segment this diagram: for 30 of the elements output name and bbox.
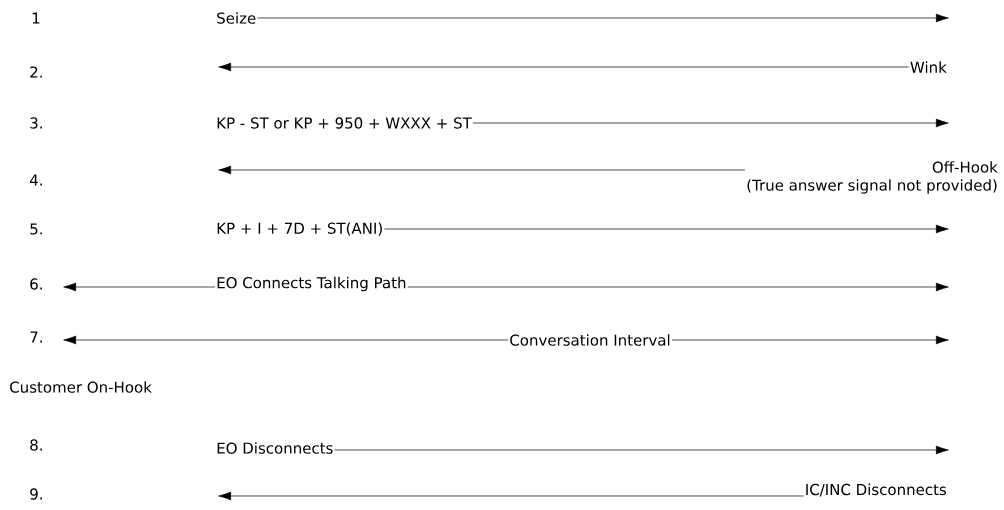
step-number: 7.	[30, 331, 42, 343]
arrow	[63, 335, 509, 345]
signal-label: Conversation Interval	[510, 334, 670, 346]
arrow	[63, 282, 216, 292]
step-number: 6.	[30, 278, 42, 290]
arrow	[218, 62, 910, 72]
step-number: 2.	[30, 66, 42, 78]
arrow	[334, 445, 949, 455]
signal-label: EO Connects Talking Path	[217, 276, 406, 292]
signal-label: KP - ST or KP + 950 + WXXX + ST	[217, 117, 472, 129]
arrow	[218, 165, 746, 175]
arrow	[472, 118, 949, 128]
note-text: Customer On-Hook	[10, 381, 152, 393]
signal-label: KP + I + 7D + ST(ANI)	[217, 222, 382, 236]
arrow	[384, 224, 949, 234]
arrow	[218, 491, 804, 501]
arrow	[257, 13, 949, 23]
step-number: 3.	[30, 117, 42, 129]
signal-label: Wink	[910, 61, 947, 73]
signal-label: IC/INC Disconnects	[806, 483, 947, 497]
signal-label: Off-Hook (True answer signal not provided)	[747, 161, 998, 194]
arrow	[407, 282, 949, 292]
step-number: 1	[32, 12, 40, 24]
signal-label: Seize	[217, 12, 256, 24]
step-number: 5.	[30, 223, 42, 235]
signal-label: EO Disconnects	[217, 442, 333, 454]
step-number: 8.	[30, 439, 42, 451]
step-number: 4.	[29, 174, 42, 186]
arrow	[671, 335, 949, 345]
step-number: 9.	[30, 488, 42, 500]
